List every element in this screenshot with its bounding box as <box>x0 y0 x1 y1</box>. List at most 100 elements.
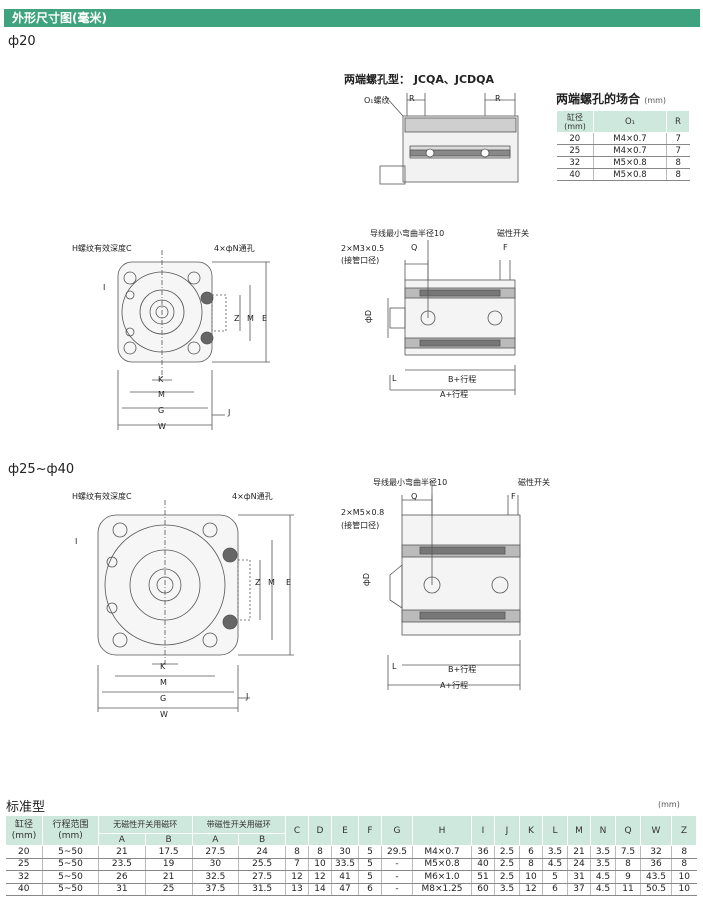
std-title: 标准型 <box>6 800 46 815</box>
cell: 20 <box>556 132 594 145</box>
k-dim-label-20: K <box>158 375 164 384</box>
table-cell: 27.5 <box>191 845 239 859</box>
table-cell: 8 <box>671 845 697 859</box>
l-dim-25: L <box>392 662 397 671</box>
table-cell: 50.5 <box>640 883 672 896</box>
table-cell: 23.5 <box>98 858 146 871</box>
g-dim-label-25: G <box>160 694 167 703</box>
table-cell: 21 <box>567 845 591 859</box>
j-dim-label-20: J <box>228 408 231 417</box>
table-cell: 47 <box>331 883 359 896</box>
table-cell: 29.5 <box>381 845 413 859</box>
end-hole-case-title: 两端螺孔的场合 (mm) <box>556 90 666 107</box>
table-cell: 36 <box>471 845 495 859</box>
table-cell: 19 <box>144 858 192 871</box>
col-bore: 缸径 (mm) <box>556 110 594 133</box>
cell: 40 <box>556 168 594 181</box>
side-view-20 <box>387 240 516 395</box>
table-cell: 10 <box>671 883 697 896</box>
table-cell: 10 <box>671 870 697 884</box>
table-cell: 14 <box>308 883 332 896</box>
table-cell: 17.5 <box>144 845 192 859</box>
table-cell: 21 <box>144 870 192 884</box>
m-dim-bottom-25: M <box>160 678 167 687</box>
table-cell: 5~50 <box>42 870 99 884</box>
b-stroke-25: B+行程 <box>448 665 477 674</box>
end-hole-drawing <box>379 93 519 185</box>
std-unit: (mm) <box>658 800 680 809</box>
j-dim-label-25: J <box>246 692 249 701</box>
col-e: E <box>331 815 359 846</box>
case-unit: (mm) <box>644 96 667 105</box>
q-dim-20: Q <box>411 243 418 252</box>
table-cell: 5~50 <box>42 845 99 859</box>
col-n: N <box>590 815 616 846</box>
col-h: H <box>412 815 472 846</box>
table-cell: 36 <box>640 858 672 871</box>
table-cell: 31.5 <box>238 883 286 896</box>
table-cell: 5~50 <box>42 883 99 896</box>
table-cell: 43.5 <box>640 870 672 884</box>
col-o1: O₁ <box>593 110 667 133</box>
table-cell: 3.5 <box>590 858 616 871</box>
case-title-text: 两端螺孔的场合 <box>556 92 641 106</box>
k-dim-label-25: K <box>160 662 166 671</box>
cell: 32 <box>556 156 594 169</box>
standard-table: 缸径 (mm) 行程范围 (mm) 无磁性开关用磁环 带磁性开关用磁环 C D … <box>5 815 697 896</box>
col-f: F <box>358 815 382 846</box>
m-dim-label-20: M <box>247 314 254 323</box>
table-cell: 30 <box>331 845 359 859</box>
table-cell: 6 <box>519 845 543 859</box>
o1-thread-label: O₁螺纹 <box>364 96 390 105</box>
table-cell: 51 <box>471 870 495 884</box>
cell: 25 <box>556 144 594 157</box>
w-dim-label-25: W <box>160 710 168 719</box>
front-view-25-40 <box>97 500 294 712</box>
col-stroke: 行程范围 (mm) <box>42 815 99 846</box>
table-cell: 10 <box>308 858 332 871</box>
table-cell: 8 <box>519 858 543 871</box>
cell: M5×0.8 <box>593 168 667 181</box>
table-cell: 32 <box>5 870 43 884</box>
table-cell: 24 <box>567 858 591 871</box>
cell: 8 <box>666 156 690 169</box>
section-header: 外形尺寸图(毫米) <box>4 9 700 27</box>
r-dim-right: R <box>495 94 501 103</box>
table-cell: 31 <box>98 883 146 896</box>
end-hole-title: 两端螺孔型： JCQA、JCDQA <box>344 73 495 86</box>
table-cell: 30 <box>191 858 239 871</box>
table-cell: 2.5 <box>494 858 520 871</box>
b-stroke-20: B+行程 <box>448 375 477 384</box>
col-d: D <box>308 815 332 846</box>
col-g: G <box>381 815 413 846</box>
a-stroke-25: A+行程 <box>440 681 469 690</box>
table-cell: 27.5 <box>238 870 286 884</box>
table-cell: 25.5 <box>238 858 286 871</box>
table-cell: 32 <box>640 845 672 859</box>
col-m: M <box>567 815 591 846</box>
col-z: Z <box>671 815 697 846</box>
cell: M4×0.7 <box>593 144 667 157</box>
table-cell: 25 <box>144 883 192 896</box>
cell: M4×0.7 <box>593 132 667 145</box>
e-dim-label-25: E <box>286 578 292 587</box>
table-cell: 37 <box>567 883 591 896</box>
z-dim-label-25: Z <box>255 578 261 587</box>
e-dim-label-20: E <box>262 314 268 323</box>
table-cell: 40 <box>471 858 495 871</box>
table-cell: 13 <box>285 883 309 896</box>
table-cell: 7 <box>285 858 309 871</box>
table-cell: 8 <box>285 845 309 859</box>
cell: 7 <box>666 132 690 145</box>
table-cell: 5 <box>358 858 382 871</box>
table-cell: 4.5 <box>542 858 568 871</box>
col-c: C <box>285 815 309 846</box>
table-cell: 10 <box>519 870 543 884</box>
port-sub-25: (接管口径) <box>341 521 380 530</box>
